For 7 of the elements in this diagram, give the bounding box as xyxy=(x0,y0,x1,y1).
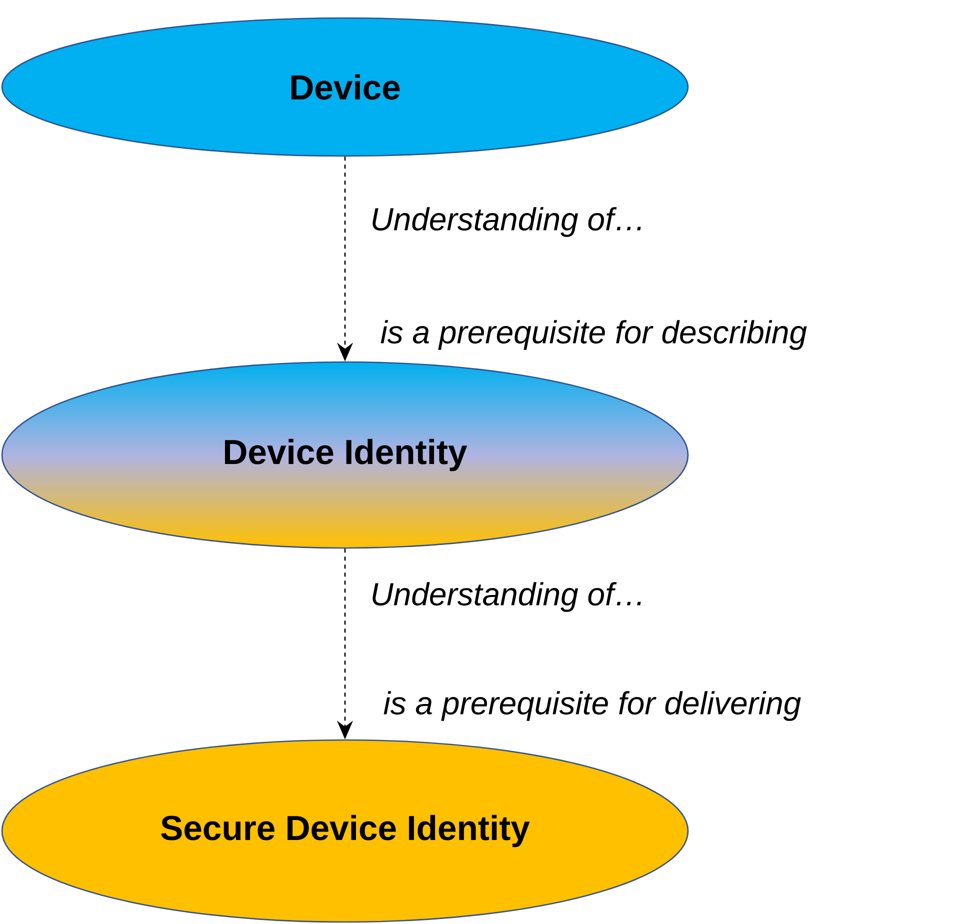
ellipse-node: Secure Device Identity xyxy=(1,739,689,923)
annotation-text: is a prerequisite for describing xyxy=(380,320,807,350)
ellipse-node: Device xyxy=(1,17,689,157)
annotation-text: Understanding of… xyxy=(372,582,641,612)
annotation-text: Understanding of… xyxy=(372,207,641,237)
annotation-text: is a prerequisite for delivering xyxy=(384,691,801,721)
ellipse-node: Device Identity xyxy=(1,361,689,549)
